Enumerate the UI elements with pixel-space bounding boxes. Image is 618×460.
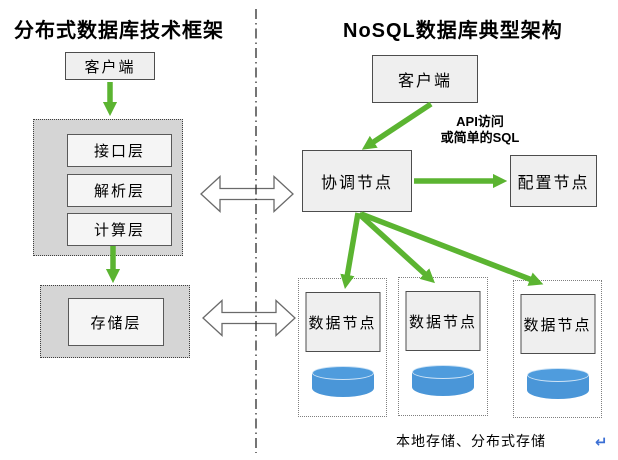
data-node-box: 数据节点 (405, 291, 481, 351)
api-note-line1: API访问 (456, 114, 504, 129)
arrow-coordinator-to-datanode2 (357, 211, 435, 284)
double-arrow-layers (200, 175, 294, 213)
right-diagram-title: NoSQL数据库典型架构 (343, 20, 563, 42)
database-cylinder-icon (311, 366, 374, 397)
left-storage-container: 存储层 (40, 285, 190, 358)
double-arrow-storage (202, 299, 296, 337)
data-node-box: 数据节点 (305, 292, 380, 352)
cylinder-top (526, 368, 589, 382)
interface-layer-box: 接口层 (67, 134, 172, 167)
parse-layer-box: 解析层 (67, 174, 172, 207)
return-mark-icon: ↵ (595, 433, 608, 451)
left-layers-container: 接口层 解析层 计算层 (33, 119, 183, 256)
database-cylinder-icon (412, 365, 474, 396)
arrow-coordinator-to-datanode3 (360, 211, 544, 286)
api-note-line2: 或简单的SQL (440, 130, 520, 145)
data-node-group-2: 数据节点 (398, 277, 488, 416)
compute-layer-box: 计算层 (67, 213, 172, 246)
coordinator-node-box: 协调节点 (302, 150, 412, 212)
right-client-box: 客户端 (372, 55, 478, 103)
left-diagram-title: 分布式数据库技术框架 (14, 20, 224, 42)
data-node-group-1: 数据节点 (298, 278, 387, 417)
left-client-box: 客户端 (65, 52, 155, 80)
data-node-box: 数据节点 (520, 294, 595, 354)
storage-layer-box: 存储层 (68, 298, 164, 346)
cylinder-top (412, 365, 474, 379)
arrow-coordinator-to-datanode1 (340, 212, 361, 289)
api-access-note: API访问 或简单的SQL (420, 114, 540, 146)
data-node-group-3: 数据节点 (513, 280, 602, 418)
cylinder-top (311, 366, 374, 380)
storage-type-note: 本地存储、分布式存储 (396, 435, 546, 450)
config-node-box: 配置节点 (510, 155, 597, 207)
database-cylinder-icon (526, 368, 589, 399)
